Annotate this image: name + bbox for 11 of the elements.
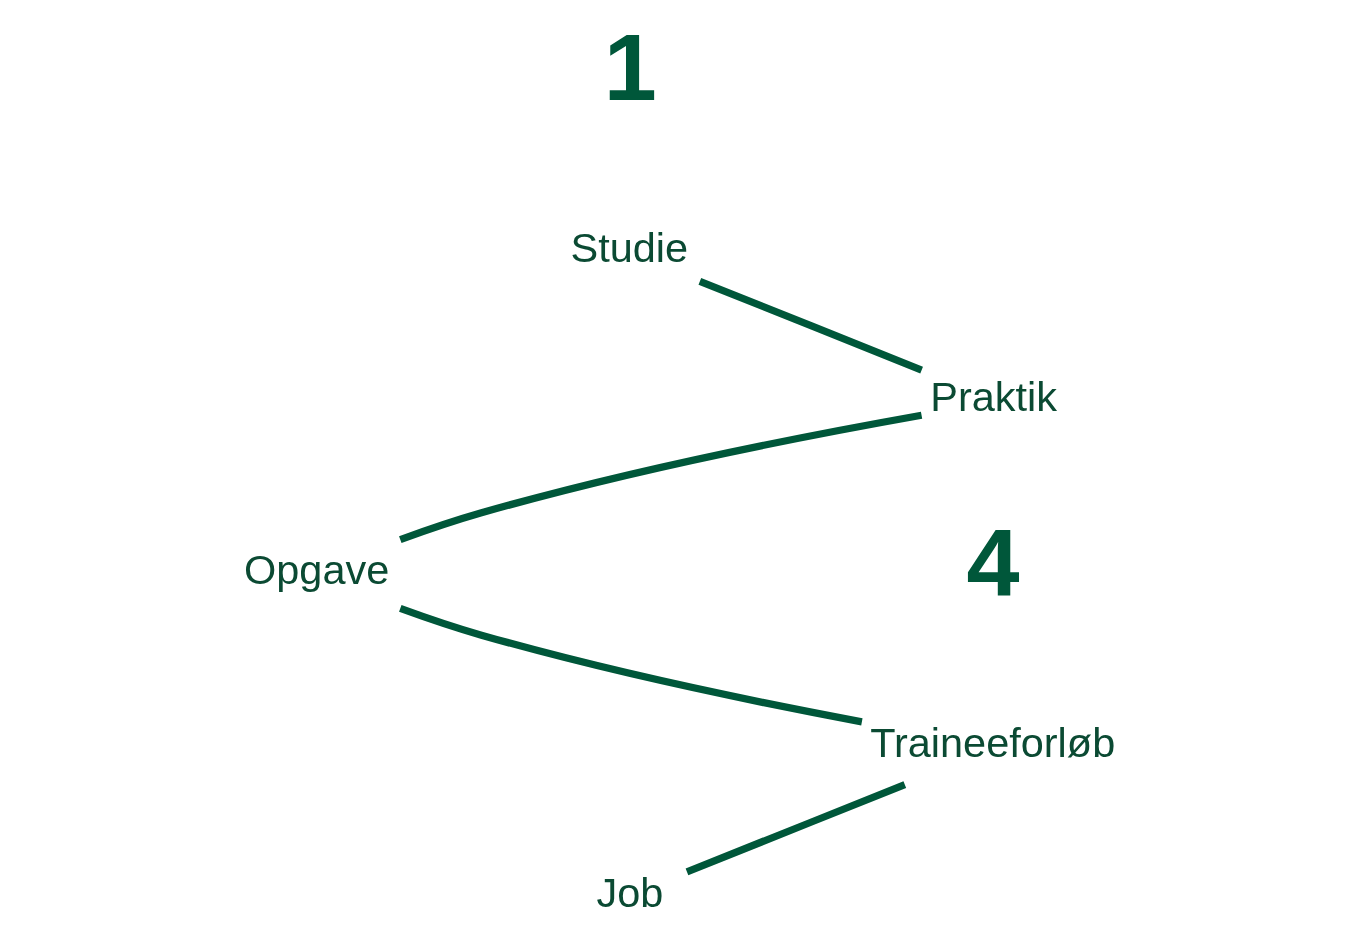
connector: [685, 780, 906, 875]
node-text: Job: [596, 868, 663, 916]
node-text: Traineeforløb: [869, 718, 1115, 766]
label: 4: [966, 508, 1020, 615]
connector: [398, 411, 922, 543]
node-text: Studie: [570, 223, 688, 271]
node-text: Praktik: [929, 372, 1057, 420]
node-text: Opgave: [243, 545, 389, 593]
connector: [698, 277, 923, 373]
label: 1: [603, 13, 657, 120]
connector: [398, 604, 863, 725]
